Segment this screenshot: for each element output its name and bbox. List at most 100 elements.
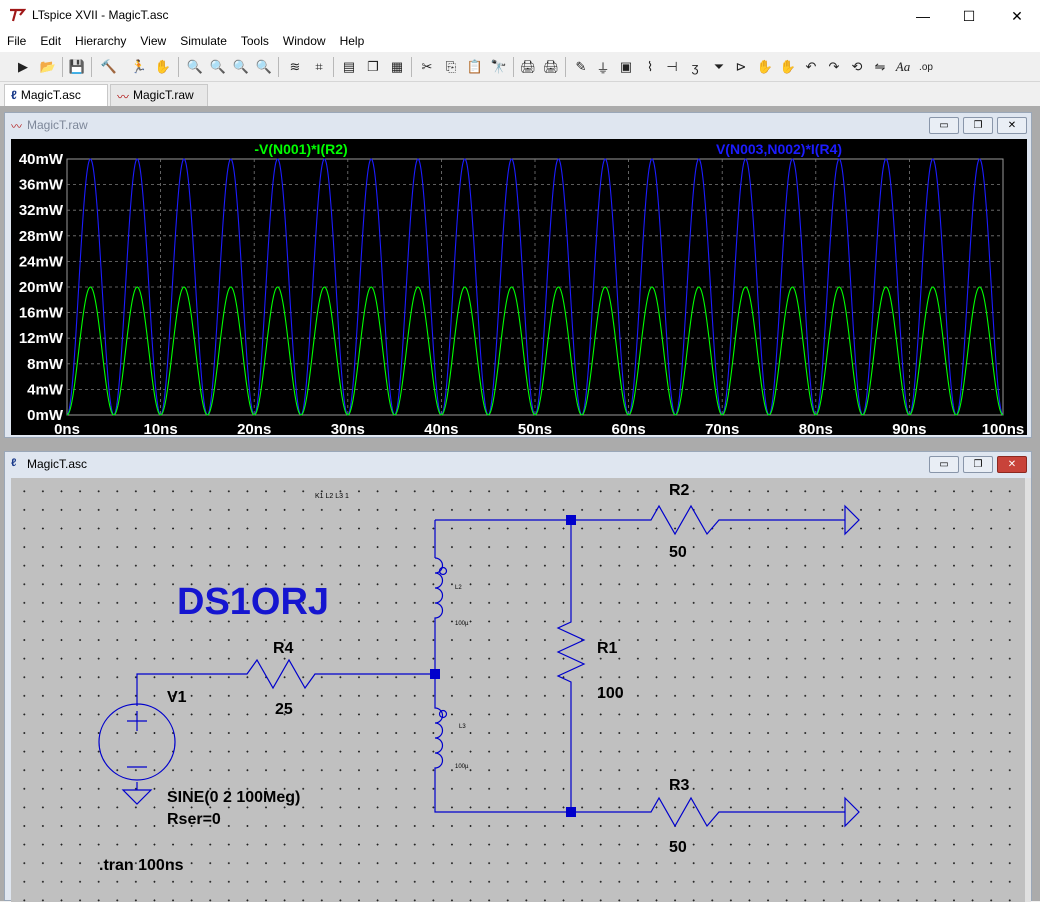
close-button[interactable]: ✕ [997,456,1027,473]
diode-icon[interactable]: ⏷ [713,59,725,74]
tab-magict-raw[interactable]: 〰 MagicT.raw [110,84,208,106]
restore-button[interactable]: ❐ [963,117,993,134]
cascade-icon[interactable]: ❐ [367,59,379,74]
zoom-in-icon[interactable]: 🔍 [186,59,204,74]
cut-icon[interactable]: ✂ [421,59,433,74]
schematic-canvas[interactable]: K1 L2 L3 1 DS1ORJ L2 100µ L3 100µ R1 100… [11,478,1027,902]
redo-icon[interactable]: ↷ [828,59,840,74]
minimize-button[interactable]: — [916,8,930,24]
trace-legend-label: -V(N001)*I(R2) [254,141,347,157]
title-bar: LTspice XVII - MagicT.asc — ☐ ✕ [0,0,1040,32]
open-icon[interactable]: 📂 [39,59,57,74]
control-panel-icon[interactable]: 🔨 [100,59,118,74]
v1-name: V1 [167,689,187,706]
coupling-directive[interactable]: K1 L2 L3 1 [315,493,349,500]
move-icon[interactable]: ✋ [756,59,774,74]
inductor-l3[interactable] [434,674,639,813]
window-title: LTspice XVII - MagicT.asc [32,8,169,22]
spice-directive-icon[interactable]: .op [919,61,933,73]
menu-file[interactable]: File [7,34,27,48]
minimize-button[interactable]: ▭ [929,456,959,473]
output-port-r2[interactable] [844,504,860,536]
draw-wire-icon[interactable]: ✎ [575,59,587,74]
schematic-window-caption[interactable]: ℓ MagicT.asc ▭ ❐ ✕ [5,452,1031,476]
menu-view[interactable]: View [140,34,167,48]
zoom-out-icon[interactable]: 🔍 [232,59,250,74]
waveform-chart: 0mW4mW8mW12mW16mW20mW24mW28mW32mW36mW40m… [19,141,1024,438]
minimize-button[interactable]: ▭ [929,117,959,134]
drag-icon[interactable]: ✋ [779,59,797,74]
y-tick-label: 24mW [19,253,64,270]
window-icon[interactable]: ▦ [390,59,404,74]
junction-dot [430,669,440,679]
resistor-r4[interactable] [136,658,435,706]
pan-icon[interactable]: ✋ [154,59,172,74]
schematic-icon: ℓ [11,88,17,102]
tab-magict-asc[interactable]: ℓ MagicT.asc [4,84,108,106]
r4-value: 25 [275,701,293,718]
schematic-window: ℓ MagicT.asc ▭ ❐ ✕ [4,451,1032,902]
menu-window[interactable]: Window [282,34,326,48]
y-tick-label: 36mW [19,177,64,194]
schematic-icon: ℓ [11,457,17,469]
resistor-r2[interactable] [639,504,845,536]
cursor-icon[interactable]: ⌗ [315,59,323,74]
copy-icon[interactable]: ⎘ [445,59,457,74]
waveform-window-caption[interactable]: 〰 MagicT.raw ▭ ❐ ✕ [5,113,1031,137]
close-button[interactable]: ✕ [1011,7,1023,24]
resistor-icon[interactable]: ⌇ [646,59,654,74]
inductor-icon[interactable]: ʒ [691,59,699,75]
schematic-drawing: K1 L2 L3 1 DS1ORJ L2 100µ L3 100µ R1 100… [98,482,860,874]
menu-hierarchy[interactable]: Hierarchy [75,34,127,48]
l2-name: L2 [455,585,462,591]
waveform-icon: 〰 [11,121,22,133]
voltage-source-v1[interactable] [98,703,176,781]
new-schematic-icon[interactable]: ▶ [18,59,28,74]
paste-icon[interactable]: 📋 [466,59,484,74]
menu-edit[interactable]: Edit [40,34,62,48]
capacitor-icon[interactable]: ⊣ [666,59,678,74]
resistor-r3[interactable] [639,796,845,828]
run-icon[interactable]: 🏃 [130,59,148,74]
output-port-r3[interactable] [844,796,860,828]
menu-help[interactable]: Help [339,34,365,48]
zoom-cancel-icon[interactable]: 🔍 [255,59,273,74]
undo-icon[interactable]: ↶ [805,59,817,74]
y-tick-label: 4mW [27,381,64,398]
toolbar-separator [333,57,334,77]
rotate-icon[interactable]: ⟲ [851,59,863,74]
find-icon[interactable]: 🔭 [490,59,508,74]
v1-polarity [127,711,147,768]
text-icon[interactable]: Aa [895,59,911,74]
menu-tools[interactable]: Tools [240,34,269,48]
print-setup-icon[interactable]: 🖨 [519,59,537,74]
r4-name: R4 [273,640,294,657]
tab-label: MagicT.asc [20,88,81,102]
l3-phase-dot [438,709,448,719]
menu-simulate[interactable]: Simulate [180,34,227,48]
ground-icon[interactable]: ⏚ [596,60,610,76]
restore-button[interactable]: ❐ [963,456,993,473]
vertical-scrollbar[interactable] [1025,478,1031,902]
x-tick-label: 20ns [237,421,271,435]
print-icon[interactable]: 🖨 [542,59,560,74]
tile-icon[interactable]: ▤ [342,59,356,74]
component-icon[interactable]: ⊳ [735,59,747,74]
inductor-l2[interactable] [434,557,444,674]
y-tick-label: 0mW [27,407,64,424]
tran-directive[interactable]: .tran 100ns [99,857,184,874]
x-tick-label: 70ns [705,421,739,435]
zoom-area-icon[interactable]: 🔍 [209,59,227,74]
maximize-button[interactable]: ☐ [962,7,976,24]
resistor-r1[interactable] [556,520,586,812]
mirror-icon[interactable]: ⇋ [874,59,886,74]
label-net-icon[interactable]: ▣ [619,59,633,74]
autorange-icon[interactable]: ≋ [289,59,301,74]
r2-name: R2 [669,482,690,499]
l2-value: 100µ [455,621,469,627]
close-button[interactable]: ✕ [997,117,1027,134]
v1-value: SINE(0 2 100Meg) [167,789,300,806]
save-icon[interactable]: 💾 [68,59,86,74]
